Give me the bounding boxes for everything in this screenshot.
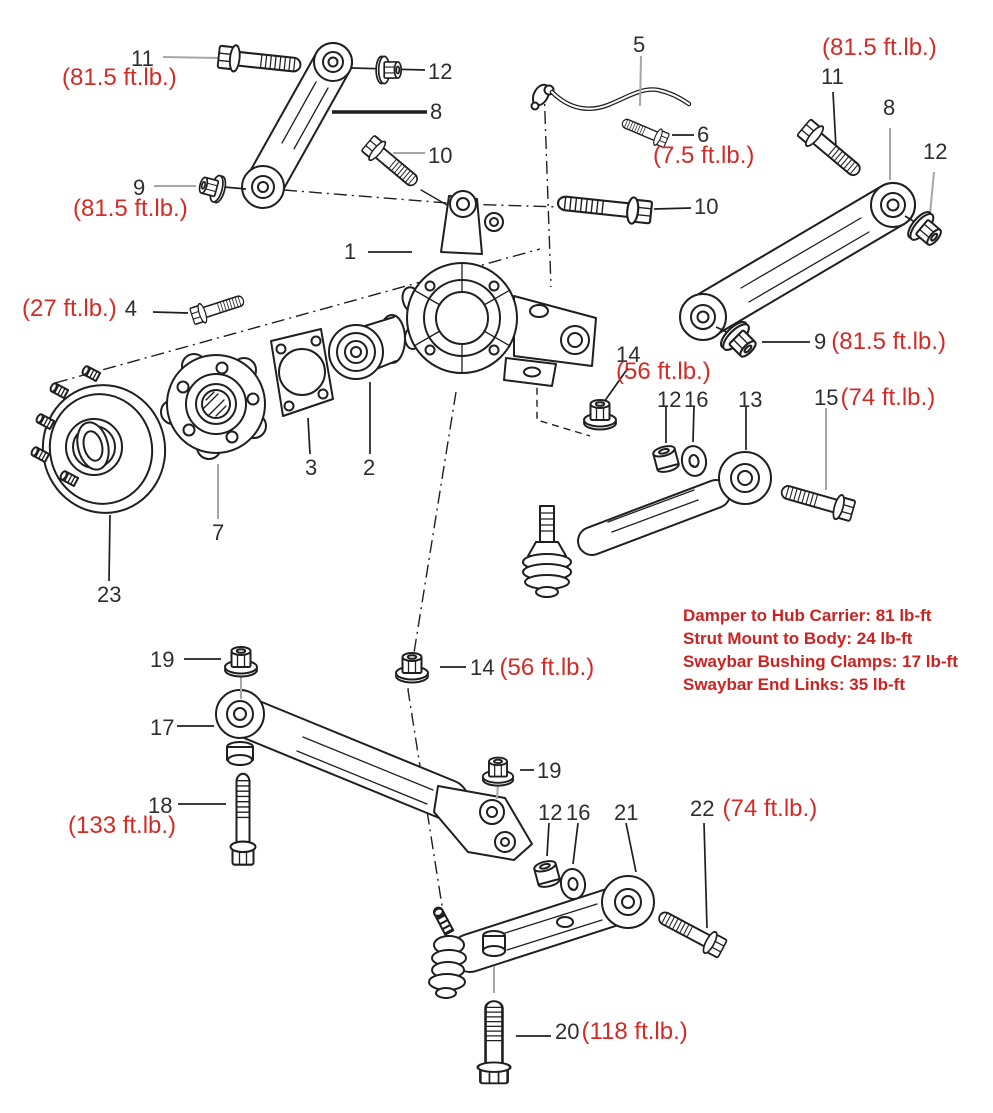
callout-14-lower: 14(56 ft.lb.) bbox=[470, 656, 594, 680]
lower-control-arm bbox=[428, 875, 655, 999]
callout-14-lower-torque: (56 ft.lb.) bbox=[499, 654, 595, 681]
callout-12-bottom-number: 12 bbox=[538, 800, 563, 825]
brake-disc-flange bbox=[29, 364, 167, 514]
callout-19-right-number: 19 bbox=[537, 758, 562, 783]
callout-12-right-number: 12 bbox=[923, 139, 948, 164]
bolt-10-center bbox=[555, 188, 654, 227]
callout-11-left-torque: (81.5 ft.lb.) bbox=[62, 64, 177, 91]
callout-11-left-number: 11 bbox=[131, 46, 154, 71]
callout-15: 15(74 ft.lb.) bbox=[814, 386, 935, 410]
callout-14-upper-torque: (56 ft.lb.) bbox=[616, 358, 711, 385]
callout-14-upper-number: 14 bbox=[616, 342, 641, 367]
bolt-4 bbox=[188, 289, 248, 327]
callout-20-number: 20 bbox=[555, 1019, 580, 1044]
bushing-12-bottom bbox=[532, 858, 562, 890]
callout-10-center-number: 10 bbox=[694, 194, 719, 219]
callout-2-number: 2 bbox=[363, 455, 376, 480]
callout-23-number: 23 bbox=[97, 582, 122, 607]
washer-16-bottom bbox=[558, 866, 588, 902]
torque-notes-block: Damper to Hub Carrier: 81 lb-ft Strut Mo… bbox=[683, 604, 958, 696]
callout-5-number: 5 bbox=[633, 32, 646, 57]
callout-6-torque: (7.5 ft.lb.) bbox=[653, 142, 755, 169]
nut-14-upper bbox=[583, 399, 617, 431]
callout-7-number: 7 bbox=[212, 520, 225, 545]
bolt-18 bbox=[229, 772, 257, 866]
callout-16-mid-number: 16 bbox=[684, 387, 709, 412]
callout-11-right-torque: (81.5 ft.lb.) bbox=[822, 34, 937, 61]
trailing-arm bbox=[215, 689, 533, 861]
bearing-retainer-plate bbox=[270, 328, 334, 417]
callout-15-number: 15 bbox=[814, 385, 839, 410]
callout-4-number: 4 bbox=[124, 296, 137, 321]
callout-12-mid-number: 12 bbox=[657, 387, 682, 412]
callout-10-left-number: 10 bbox=[428, 143, 453, 168]
callout-16-bottom-number: 16 bbox=[566, 800, 591, 825]
callout-21-number: 21 bbox=[614, 800, 639, 825]
callout-9-right: 9(81.5 ft.lb.) bbox=[814, 330, 946, 354]
bushing-12-mid bbox=[651, 443, 681, 475]
bolt-15 bbox=[777, 477, 858, 525]
callout-9-right-number: 9 bbox=[814, 329, 827, 354]
callout-1-number: 1 bbox=[344, 239, 357, 264]
toe-control-arm bbox=[522, 451, 772, 598]
callout-4: (27 ft.lb.) 4 bbox=[22, 297, 137, 321]
callout-13-number: 13 bbox=[738, 387, 763, 412]
callout-8-right-number: 8 bbox=[883, 95, 896, 120]
callout-6-number: 6 bbox=[697, 122, 710, 147]
callout-9-right-torque: (81.5 ft.lb.) bbox=[831, 328, 946, 355]
wheel-hub bbox=[160, 353, 267, 460]
torque-note-swaybar-clamps: Swaybar Bushing Clamps: 17 lb-ft bbox=[683, 652, 958, 671]
washer-16-mid bbox=[678, 443, 710, 479]
bolt-11-left bbox=[216, 42, 303, 80]
callout-4-torque: (27 ft.lb.) bbox=[22, 295, 117, 322]
nut-19-left bbox=[224, 646, 258, 678]
torque-note-strut-mount: Strut Mount to Body: 24 lb-ft bbox=[683, 629, 913, 648]
nut-12-left bbox=[375, 55, 403, 85]
bolt-10-upper-left bbox=[359, 133, 425, 193]
upper-link-right bbox=[679, 182, 916, 341]
callout-3-number: 3 bbox=[305, 455, 318, 480]
callout-12-left-number: 12 bbox=[428, 59, 453, 84]
callout-18-number: 18 bbox=[148, 793, 173, 818]
callout-14-lower-number: 14 bbox=[470, 655, 495, 680]
brake-wear-sensor-cable bbox=[530, 83, 692, 111]
torque-note-damper: Damper to Hub Carrier: 81 lb-ft bbox=[683, 606, 932, 625]
bolt-22 bbox=[653, 904, 729, 961]
callout-15-torque: (74 ft.lb.) bbox=[840, 384, 936, 411]
callout-20-torque: (118 ft.lb.) bbox=[581, 1018, 688, 1045]
wheel-bearing bbox=[328, 314, 406, 380]
upper-link-left bbox=[241, 42, 353, 209]
callout-9-left-torque: (81.5 ft.lb.) bbox=[73, 195, 188, 222]
callout-9-left-number: 9 bbox=[133, 175, 146, 200]
callout-19-left-number: 19 bbox=[150, 647, 175, 672]
nut-9-left bbox=[195, 170, 229, 205]
callout-11-right-number: 11 bbox=[821, 64, 844, 89]
bolt-20 bbox=[476, 999, 512, 1085]
callout-20: 20(118 ft.lb.) bbox=[555, 1020, 688, 1044]
hub-carrier bbox=[401, 190, 597, 387]
callout-8-left-number: 8 bbox=[430, 99, 443, 124]
callout-22-number: 22 bbox=[690, 796, 715, 821]
nut-19-right bbox=[481, 756, 515, 787]
nut-14-lower bbox=[395, 652, 429, 684]
callout-18-torque: (133 ft.lb.) bbox=[68, 812, 177, 839]
torque-note-swaybar-links: Swaybar End Links: 35 lb-ft bbox=[683, 675, 905, 694]
leader-lines bbox=[108, 55, 935, 1037]
callout-17-number: 17 bbox=[150, 715, 175, 740]
callout-22-torque: (74 ft.lb.) bbox=[722, 795, 818, 822]
bolt-11-right bbox=[794, 116, 868, 184]
callout-22: 22 (74 ft.lb.) bbox=[690, 797, 817, 821]
